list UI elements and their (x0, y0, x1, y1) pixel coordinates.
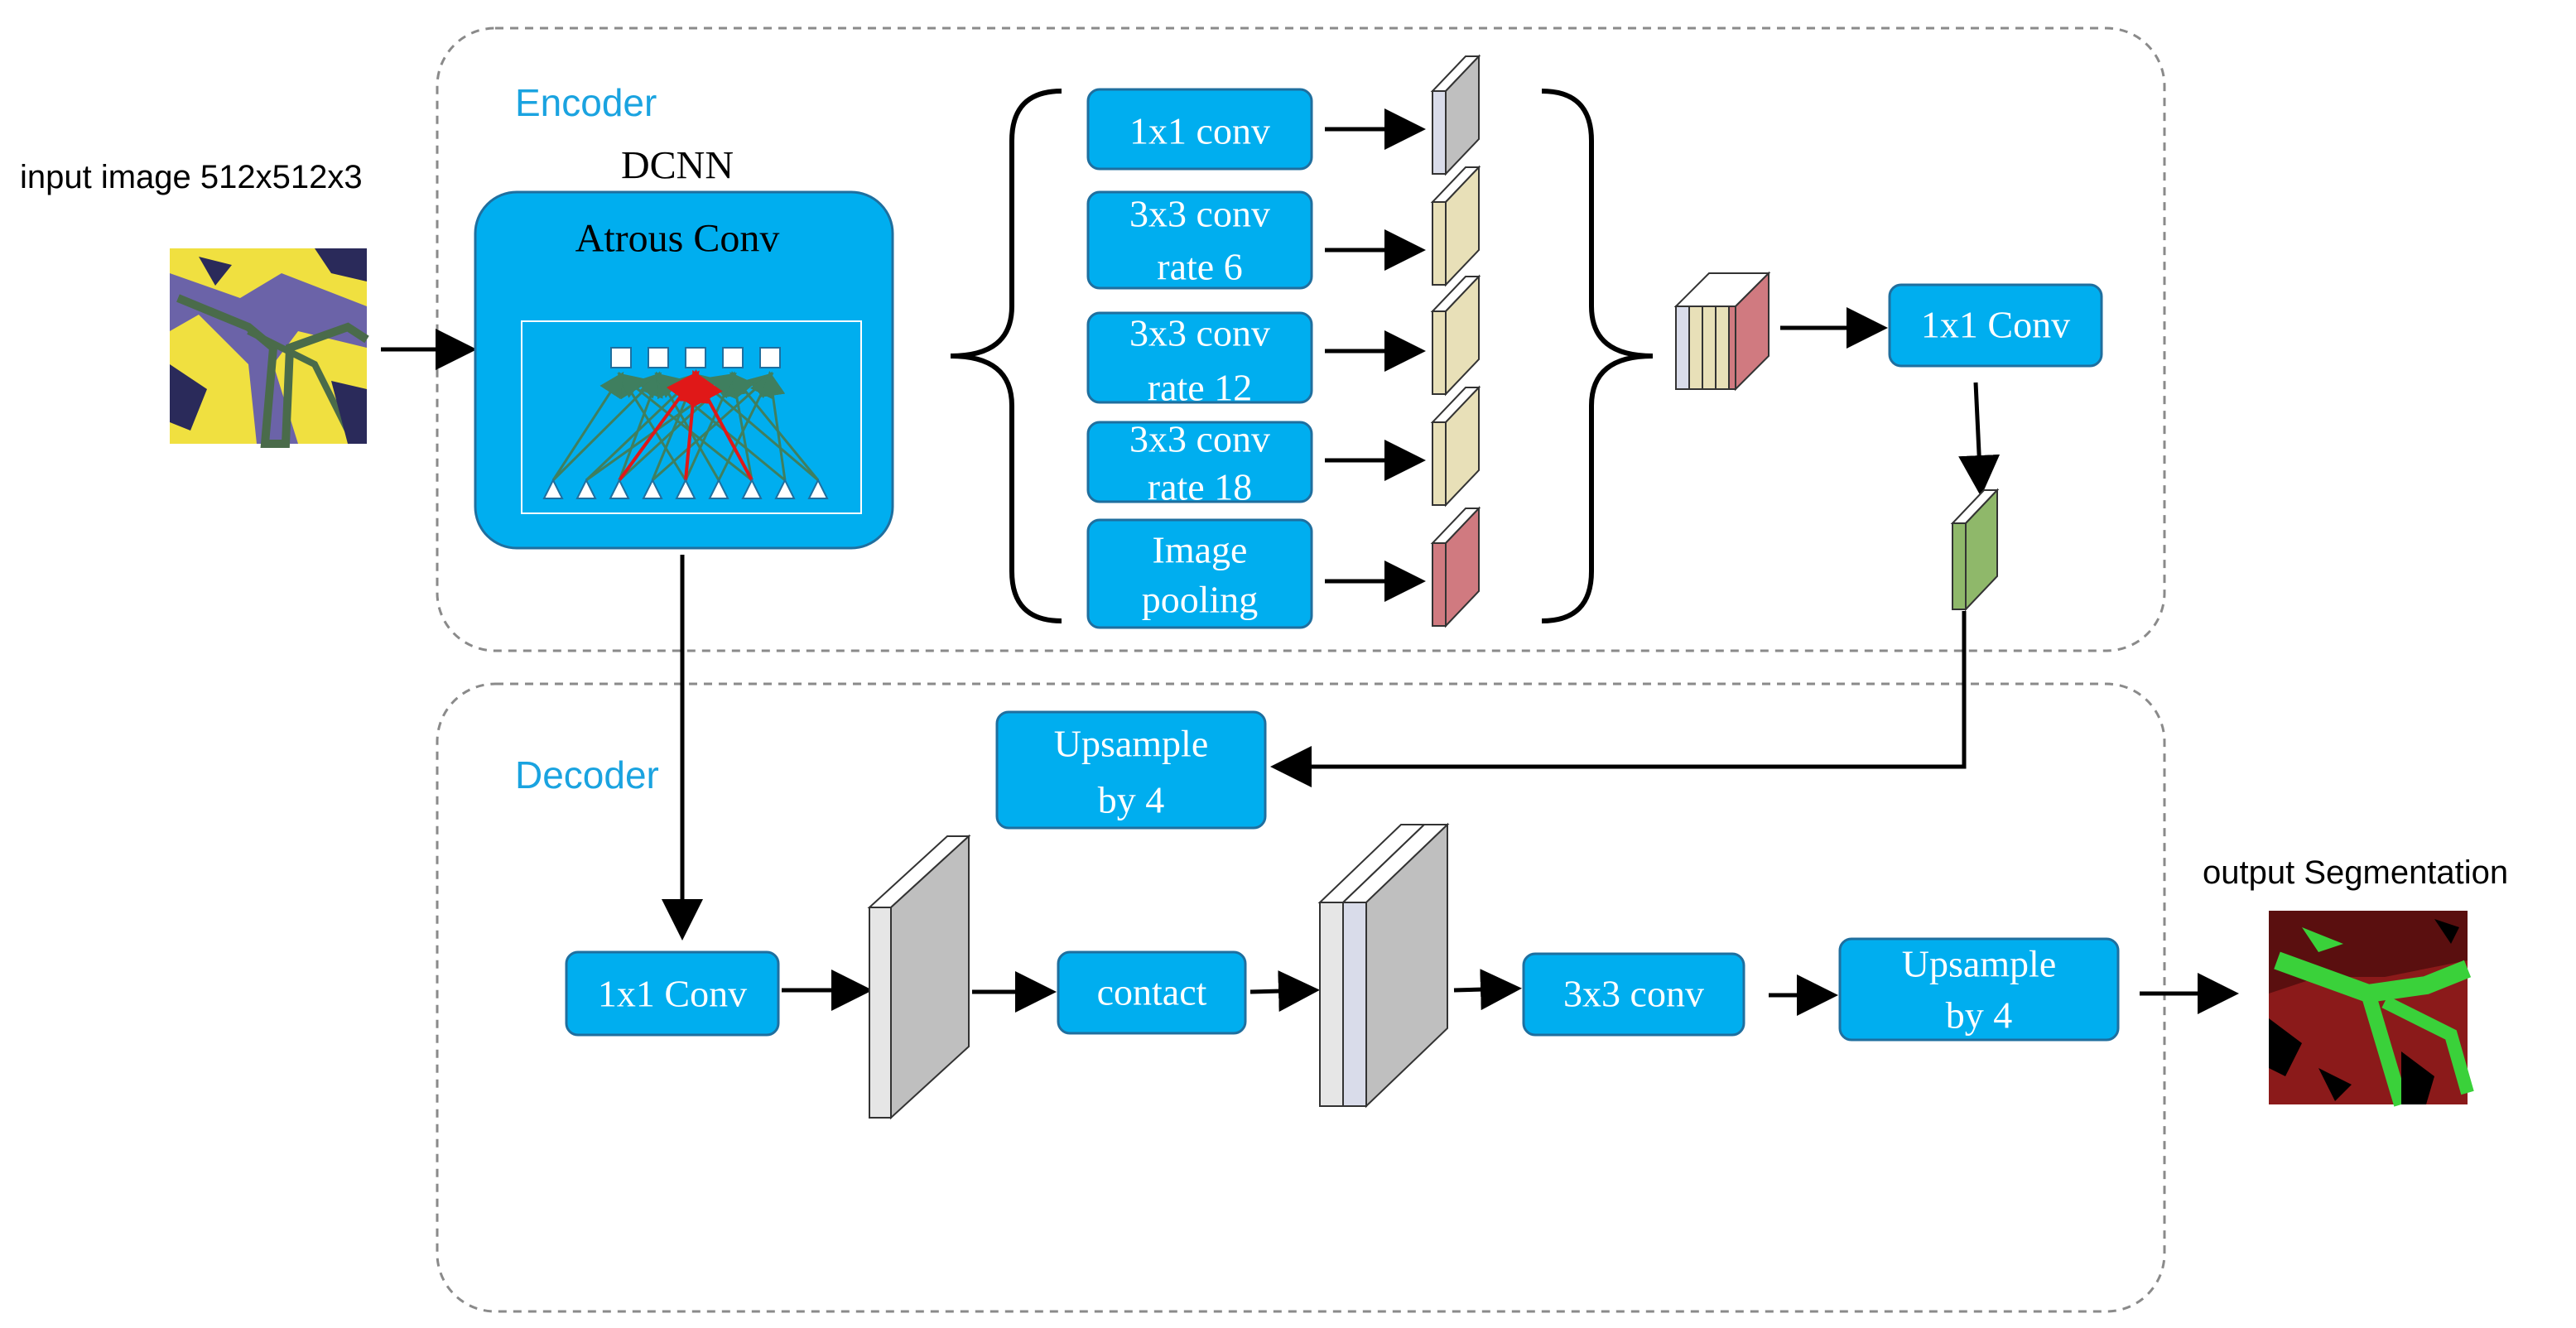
atrous-red-connection (692, 369, 754, 481)
aspp-rate12-line2: rate 12 (1148, 367, 1252, 409)
atrous-input-node (708, 478, 729, 499)
upsample-2-line1: Upsample (1902, 943, 2057, 985)
atrous-conv-label: Atrous Conv (575, 217, 780, 261)
atrous-input-node (609, 478, 630, 499)
atrous-output-node (759, 347, 781, 368)
merge-1x1-conv-box (1888, 283, 2103, 368)
atrous-green-connection (551, 371, 624, 481)
image-pooling-box (1086, 518, 1313, 629)
atrous-green-connection (617, 373, 753, 482)
feature-map-rate6 (1430, 165, 1481, 287)
atrous-input-node (542, 478, 564, 499)
atrous-output-node (722, 347, 744, 368)
atrous-input-node (675, 478, 696, 499)
output-segmentation-image (2269, 911, 2474, 1107)
atrous-input-node (575, 478, 597, 499)
feature-map-rate12 (1430, 274, 1481, 397)
atrous-green-connection (618, 371, 663, 481)
atrous-input-nodes (542, 478, 829, 499)
atrous-input-node (741, 478, 763, 499)
concat-label: contact (1097, 971, 1207, 1013)
aspp-rate6-line1: 3x3 conv (1129, 193, 1270, 235)
atrous-output-node (648, 347, 669, 368)
aspp-rate18-line2: rate 18 (1148, 466, 1252, 508)
atrous-green-connection (760, 371, 787, 481)
aspp-rate6-box (1086, 190, 1313, 290)
dcnn-title: DCNN (621, 144, 734, 188)
low-level-1x1-conv-box (565, 950, 780, 1037)
arrow-features-to-3x3 (1453, 969, 1522, 1011)
encoder-label: Encoder (515, 81, 657, 124)
upsample-2-line2: by 4 (1946, 994, 2013, 1037)
decoder-section (436, 682, 2166, 1313)
concatenated-decoder-features (1317, 822, 1450, 1109)
aspp-rate12-box (1086, 311, 1313, 404)
conv3x3-box (1522, 952, 1745, 1037)
aspp-rate18-line1: 3x3 conv (1129, 418, 1270, 460)
concat-box (1057, 950, 1247, 1035)
concatenated-feature-stack (1673, 271, 1771, 392)
aspp-rate12-line1: 3x3 conv (1129, 312, 1270, 354)
decoder-label: Decoder (515, 753, 659, 796)
feature-map-rate18 (1430, 385, 1481, 508)
atrous-conv-illustration (521, 320, 862, 514)
aspp-1x1-conv-label: 1x1 conv (1129, 110, 1270, 152)
atrous-input-node (642, 478, 663, 499)
upsample-box-1 (995, 710, 1267, 830)
low-level-feature-map (867, 834, 971, 1120)
aspp-rate6-line2: rate 6 (1157, 246, 1242, 288)
output-label: output Segmentation (2203, 854, 2508, 891)
arrow-encoder-to-upsample (1270, 611, 1967, 787)
low-level-1x1-conv-label: 1x1 Conv (598, 973, 747, 1015)
feature-map-pooling (1430, 506, 1481, 628)
upsample-1-line2: by 4 (1098, 779, 1165, 821)
upsample-1-line1: Upsample (1054, 723, 1209, 765)
feature-map-1x1 (1430, 54, 1481, 176)
atrous-input-node (774, 478, 796, 499)
input-label: input image 512x512x3 (20, 159, 363, 195)
aspp-right-brace (1541, 89, 1654, 623)
atrous-output-node (610, 347, 632, 368)
atrous-green-connection (729, 372, 820, 481)
arrow-concat-to-features (1249, 970, 1320, 1013)
atrous-connection-lines (551, 369, 820, 482)
conv3x3-label: 3x3 conv (1563, 973, 1704, 1015)
atrous-output-node (685, 347, 706, 368)
encoder-output-feature (1950, 488, 2000, 612)
atrous-output-nodes (610, 347, 781, 368)
atrous-input-node (807, 478, 829, 499)
aspp-1x1-conv-box (1086, 88, 1313, 171)
upsample-box-2 (1838, 937, 2120, 1042)
merge-1x1-conv-label: 1x1 Conv (1921, 304, 2070, 346)
aspp-rate18-box (1086, 421, 1313, 503)
image-pooling-line2: pooling (1142, 579, 1259, 621)
arrow-1x1-to-encoder-output (1958, 382, 2001, 497)
aspp-left-brace (950, 89, 1062, 623)
image-pooling-line1: Image (1153, 529, 1248, 571)
input-image (170, 248, 369, 448)
